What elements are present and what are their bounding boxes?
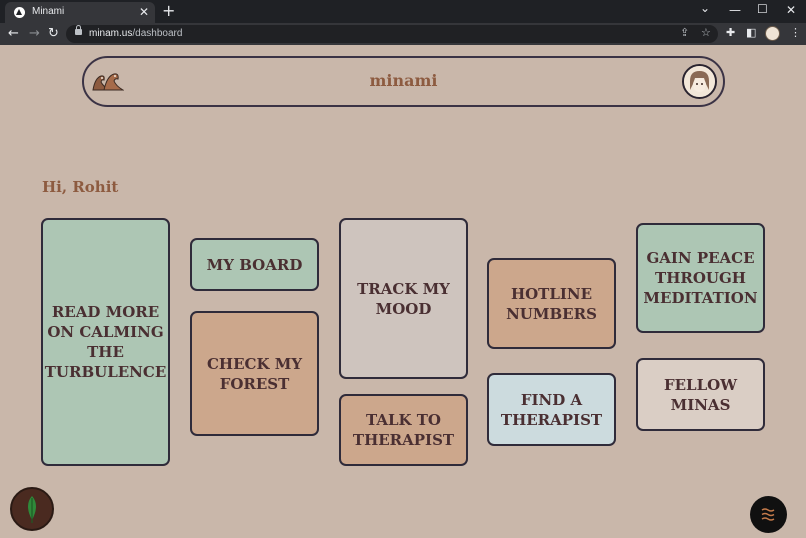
brand-title[interactable]: minami	[369, 71, 438, 90]
lock-icon[interactable]	[75, 25, 82, 35]
close-icon[interactable]: ✕	[138, 5, 149, 19]
url-text[interactable]: minam.us/dashboard	[89, 28, 183, 39]
star-icon[interactable]: ☆	[701, 26, 711, 39]
browser-tab[interactable]: Minami ✕	[5, 2, 155, 23]
tab-title: Minami	[32, 6, 65, 17]
menu-icon[interactable]: ⋮	[790, 26, 801, 39]
profile-avatar[interactable]	[682, 64, 717, 99]
sidebar-icon[interactable]: ◧	[746, 26, 757, 39]
maximize-button[interactable]: ☐	[757, 2, 768, 16]
extensions-icon[interactable]: ✚	[726, 26, 736, 39]
minami-favicon-icon	[14, 7, 25, 18]
calm-wave-button[interactable]	[750, 496, 787, 533]
minimize-button[interactable]: —	[729, 3, 741, 17]
profile-avatar[interactable]	[765, 26, 780, 41]
wave-icon[interactable]	[92, 70, 125, 96]
browser-toolbar: ← → ↻ minam.us/dashboard ⇪ ☆ ✚ ◧ ⋮	[0, 23, 806, 45]
greeting: Hi, Rohit	[42, 178, 119, 196]
tab-bar: Minami ✕ + ⌄ — ☐ ✕	[0, 0, 806, 23]
back-button[interactable]: ←	[8, 26, 19, 41]
forward-button[interactable]: →	[29, 26, 40, 41]
reload-button[interactable]: ↻	[48, 26, 59, 41]
address-bar[interactable]: minam.us/dashboard ⇪ ☆	[66, 25, 718, 43]
forest-button[interactable]	[10, 487, 54, 531]
tab-search-icon[interactable]: ⌄	[700, 1, 711, 15]
app-header: minami	[82, 56, 725, 107]
new-tab-button[interactable]: +	[162, 1, 176, 20]
card-label: MY BOARD	[206, 255, 303, 274]
share-icon[interactable]: ⇪	[680, 26, 690, 39]
wave-icon	[761, 508, 775, 521]
leaf-icon	[28, 496, 36, 523]
my-board-card[interactable]: MY BOARD	[190, 238, 319, 291]
close-window-button[interactable]: ✕	[786, 3, 797, 17]
